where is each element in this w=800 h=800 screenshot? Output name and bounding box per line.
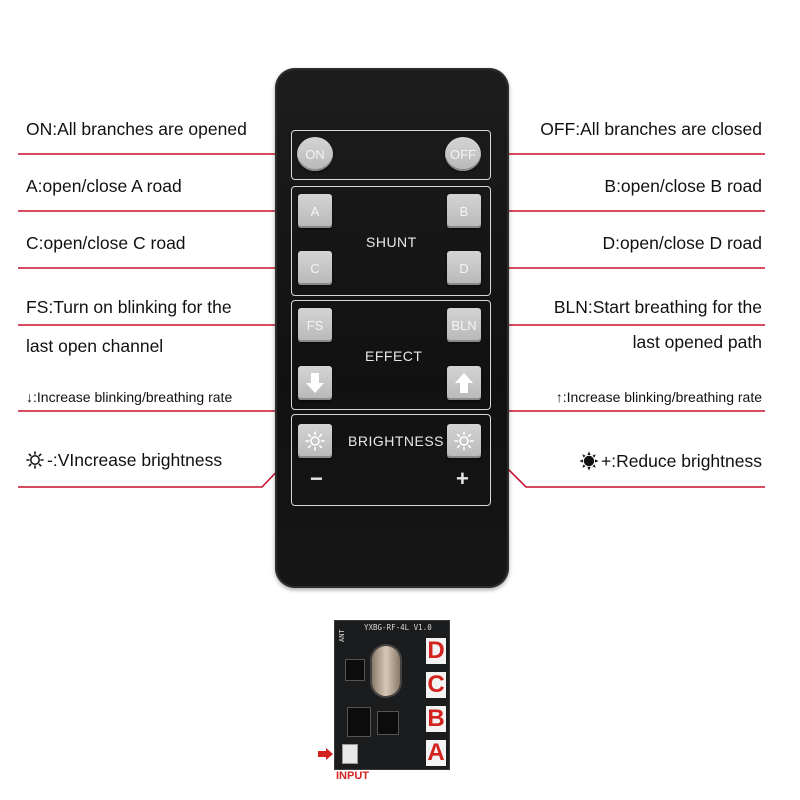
a-button[interactable]: A	[298, 194, 332, 228]
arrow-up-icon	[455, 373, 473, 393]
label-up: ↑:Increase blinking/breathing rate	[555, 389, 762, 405]
brightness-minus-button[interactable]	[298, 424, 332, 458]
chip-component	[378, 712, 398, 734]
sun-icon	[305, 431, 325, 451]
pcb-letter-d: D	[426, 637, 446, 664]
brightness-plus-button[interactable]	[447, 424, 481, 458]
label-b: B:open/close B road	[604, 176, 762, 196]
off-button[interactable]: OFF	[445, 137, 481, 171]
rate-up-button[interactable]	[447, 366, 481, 400]
label-minus: -:VIncrease brightness	[26, 451, 222, 470]
brightness-group	[291, 414, 491, 506]
brightness-label: BRIGHTNESS	[348, 433, 445, 449]
receiver-board: ANT YXBG-RF-4L V1.0 D C B A	[334, 620, 450, 770]
d-button[interactable]: D	[447, 251, 481, 285]
pcb-letter-b: B	[426, 705, 446, 732]
label-fs-line1: FS:Turn on blinking for the	[26, 297, 232, 317]
sun-outline-icon	[26, 451, 44, 469]
pcb-letter-c: C	[426, 671, 446, 698]
label-bln-line2: last opened path	[632, 332, 762, 352]
label-minus-text: -:VIncrease brightness	[47, 450, 223, 470]
label-bln-line1: BLN:Start breathing for the	[553, 297, 762, 317]
chip-component	[348, 708, 370, 736]
chip-component	[346, 660, 364, 680]
label-plus-text: +:Reduce brightness	[600, 451, 762, 471]
arrow-down-icon	[306, 373, 324, 393]
rate-down-button[interactable]	[298, 366, 332, 400]
crystal-component	[372, 646, 400, 696]
pcb-letter-a: A	[426, 739, 446, 766]
plus-sign: +	[456, 466, 469, 491]
input-arrow-icon	[318, 748, 333, 760]
label-plus: +:Reduce brightness	[579, 451, 762, 471]
remote-control: ON OFF A B SHUNT C D FS BLN EFFECT	[275, 68, 509, 588]
label-a: A:open/close A road	[26, 176, 182, 196]
bln-button[interactable]: BLN	[447, 308, 481, 342]
input-connector	[342, 744, 358, 764]
sun-filled-icon	[579, 451, 599, 471]
label-fs-line2: last open channel	[26, 336, 164, 356]
on-button[interactable]: ON	[297, 137, 333, 171]
pcb-model-text: YXBG-RF-4L V1.0	[364, 623, 432, 632]
effect-label: EFFECT	[365, 348, 423, 364]
label-down: ↓:Increase blinking/breathing rate	[26, 389, 233, 405]
shunt-label: SHUNT	[366, 234, 417, 250]
c-button[interactable]: C	[298, 251, 332, 285]
effect-group	[291, 300, 491, 410]
power-group	[291, 130, 491, 180]
input-label: INPUT	[336, 770, 369, 782]
label-off: OFF:All branches are closed	[540, 119, 762, 139]
label-on: ON:All branches are opened	[26, 119, 247, 139]
minus-sign: −	[310, 466, 323, 491]
fs-button[interactable]: FS	[298, 308, 332, 342]
label-d: D:open/close D road	[602, 233, 762, 253]
pcb-ant-text: ANT	[338, 629, 346, 642]
b-button[interactable]: B	[447, 194, 481, 228]
label-c: C:open/close C road	[26, 233, 186, 253]
shunt-group	[291, 186, 491, 296]
sun-icon	[454, 431, 474, 451]
